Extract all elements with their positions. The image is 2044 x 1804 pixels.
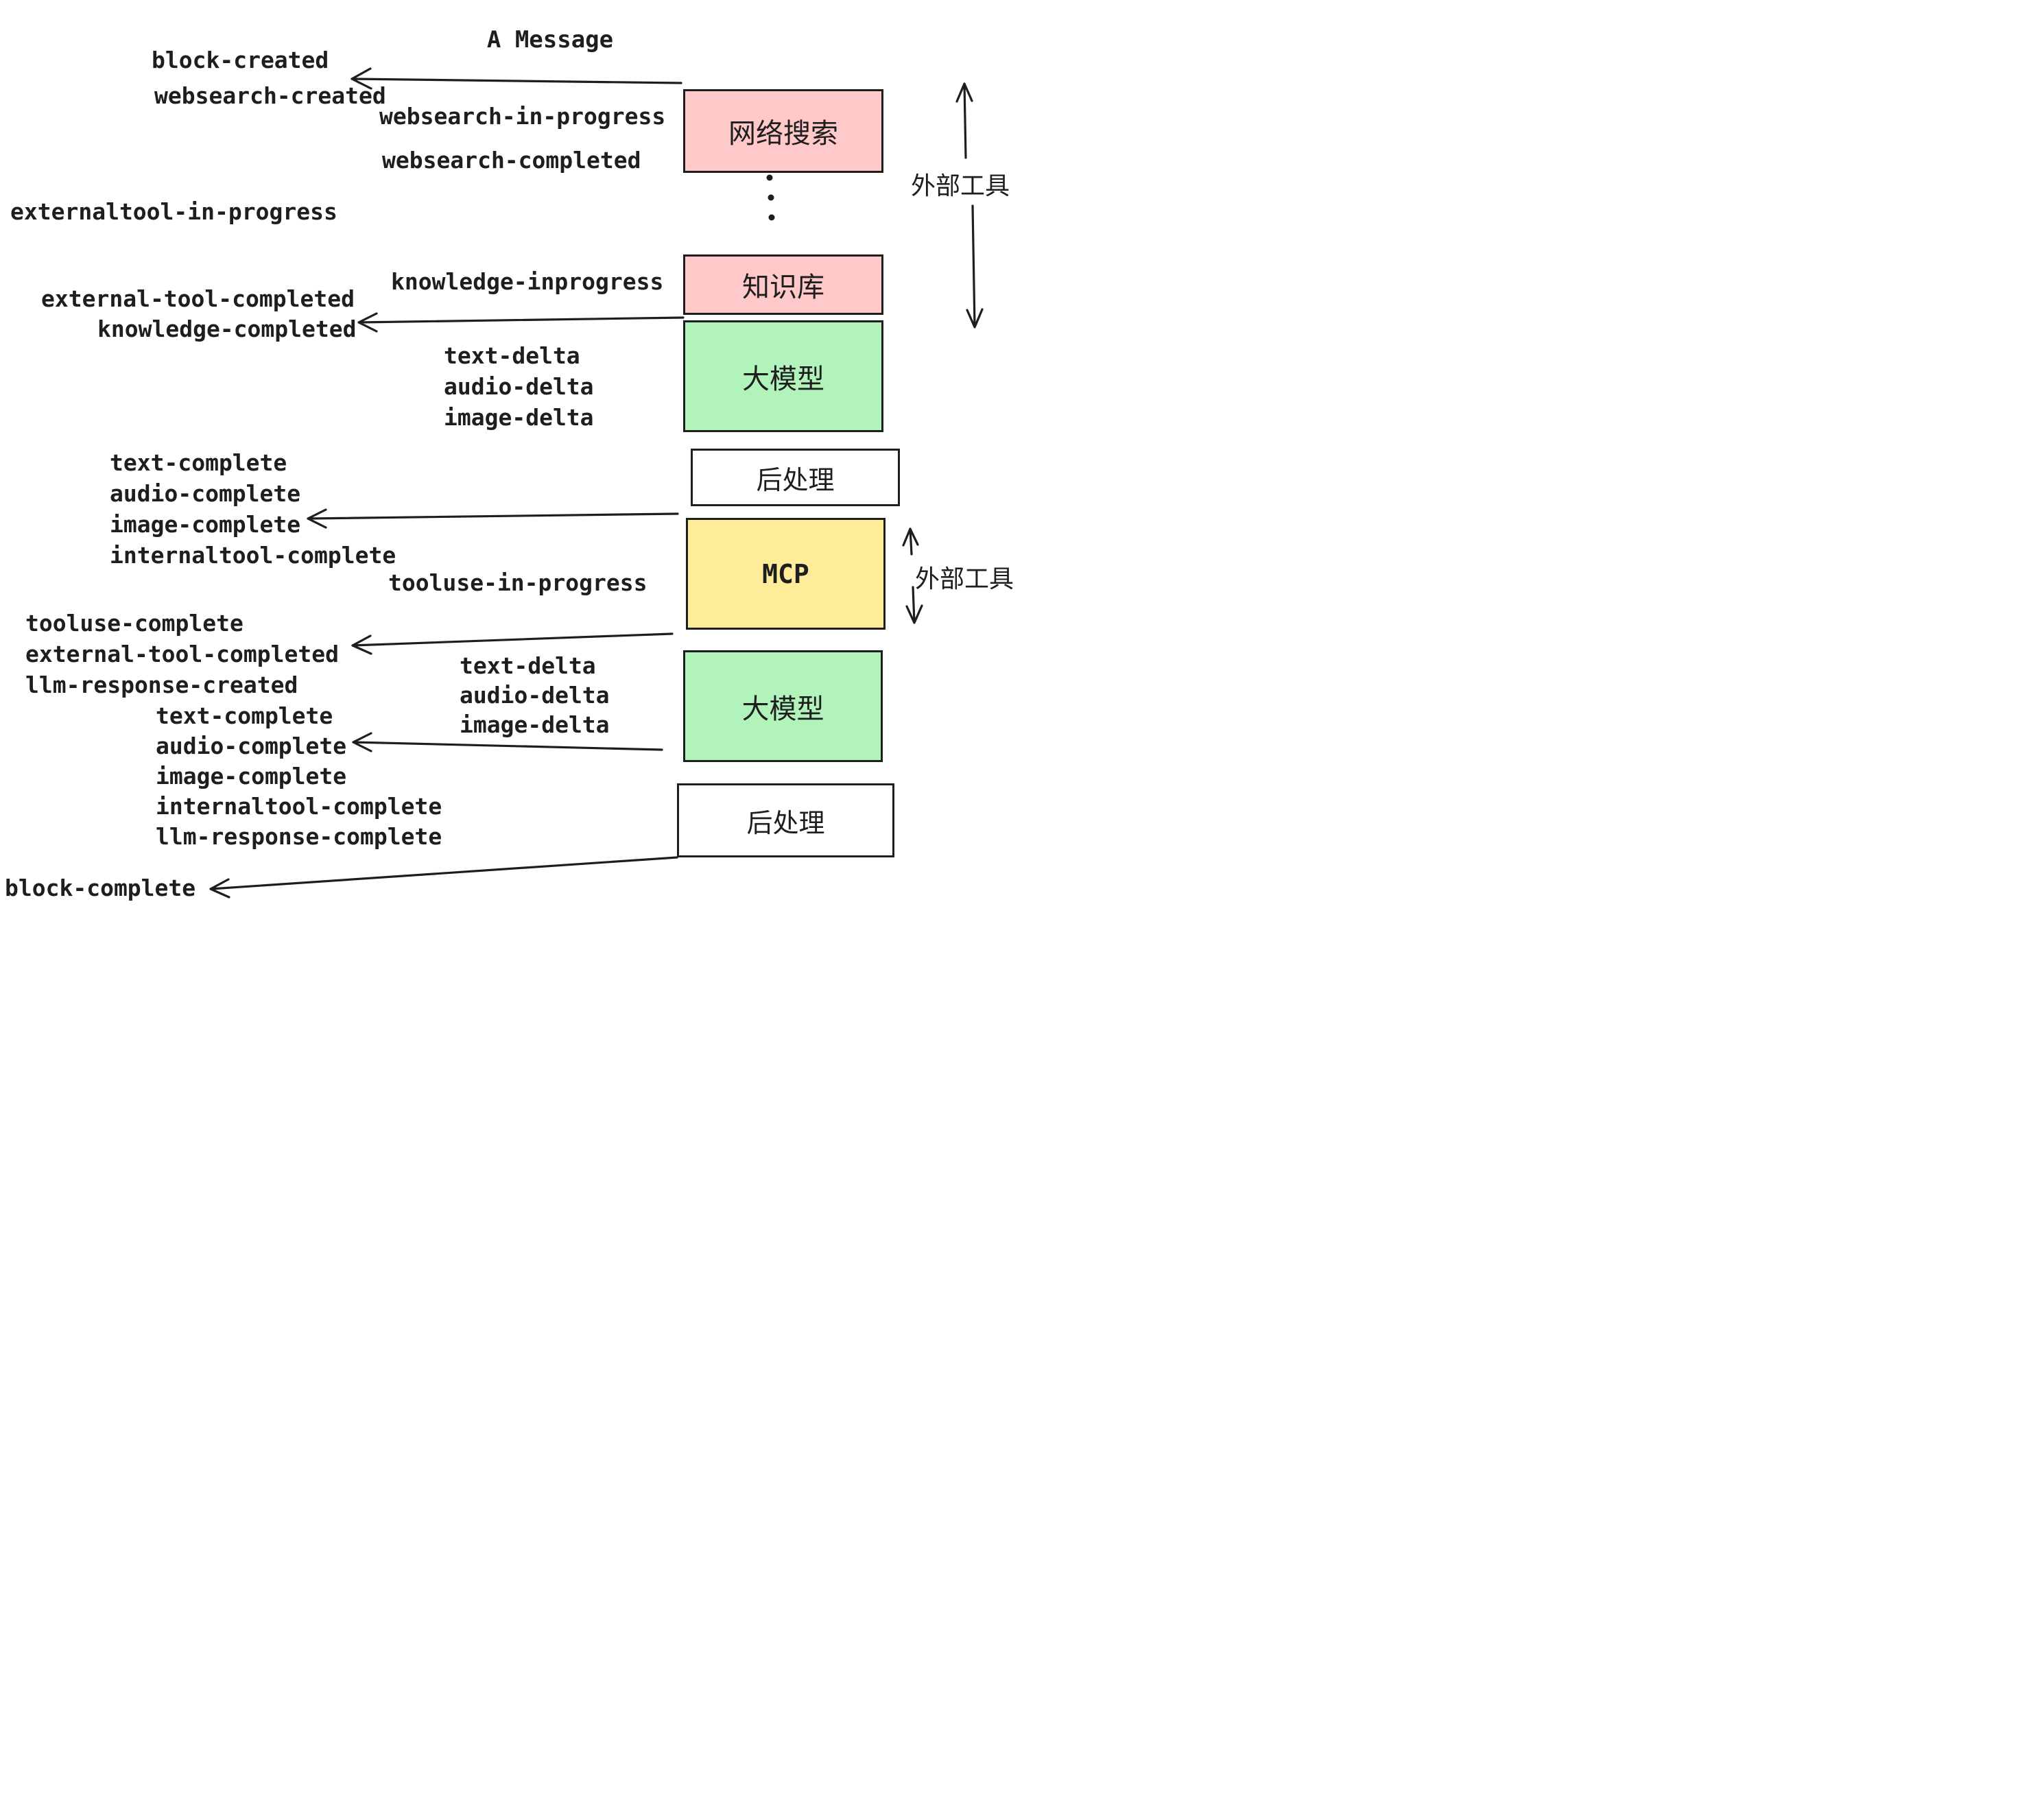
event-tooluse-in-progress: tooluse-in-progress [388,569,647,596]
arrow-knowledge-completed [357,312,685,333]
external-tools-label-2: 外部工具 [915,565,1014,593]
diagram-title: A Message [486,26,614,54]
event-audio-delta-2: audio-delta [460,682,610,709]
event-internaltool-complete: internaltool-complete [110,542,396,569]
box-postprocess-1: 后处理 [691,449,900,506]
event-external-tool-completed: external-tool-completed [41,285,355,312]
box-knowledge-label: 知识库 [742,272,824,303]
sequence-diagram: A Message 网络搜索 知识库 大模型 后处理 MCP 大模型 后处理 外… [0,0,1022,902]
box-knowledge: 知识库 [683,254,883,315]
event-group-deltas-llm1: text-delta audio-delta image-delta [444,340,594,433]
event-websearch-created: websearch-created [154,82,386,109]
box-llm-2: 大模型 [683,650,883,762]
box-websearch: 网络搜索 [683,89,883,173]
ellipsis-dots [766,174,775,221]
event-text-complete-2: text-complete [156,702,333,729]
event-image-delta-2: image-delta [460,711,610,738]
event-knowledge-completed: knowledge-completed [97,316,357,342]
box-postprocess-2: 后处理 [677,783,894,857]
box-llm-1-label: 大模型 [742,363,824,395]
box-mcp-label: MCP [762,558,809,589]
event-llm-response-created: llm-response-created [25,672,298,698]
event-image-delta: image-delta [444,404,594,431]
box-websearch-label: 网络搜索 [728,118,838,150]
event-text-complete: text-complete [110,449,287,476]
double-arrow-external-tools-1 [955,82,984,329]
event-websearch-in-progress: websearch-in-progress [379,103,666,130]
event-externaltool-in-progress: externaltool-in-progress [10,198,337,225]
event-audio-complete-2: audio-complete [156,733,347,759]
box-llm-1: 大模型 [683,320,883,432]
box-llm-2-label: 大模型 [741,693,824,725]
event-text-delta-2: text-delta [460,652,596,679]
event-text-delta: text-delta [444,342,580,369]
box-postprocess-1-label: 后处理 [756,464,835,495]
event-llm-response-complete: llm-response-complete [156,823,442,850]
event-tooluse-complete: tooluse-complete [25,610,243,637]
event-knowledge-inprogress: knowledge-inprogress [391,268,664,295]
event-internaltool-complete-2: internaltool-complete [156,793,442,820]
event-group-deltas-llm2: text-delta audio-delta image-delta [460,651,610,739]
event-group-after-mcp: tooluse-complete external-tool-completed… [25,608,339,700]
event-image-complete-2: image-complete [156,763,347,790]
event-audio-complete: audio-complete [110,480,301,507]
event-audio-delta: audio-delta [444,373,594,400]
box-postprocess-2-label: 后处理 [746,807,825,838]
event-group-completes-post2: text-complete audio-complete image-compl… [156,701,442,852]
event-external-tool-completed-2: external-tool-completed [25,641,339,667]
external-tools-label-1: 外部工具 [911,172,1010,200]
box-mcp: MCP [686,518,886,630]
event-block-complete: block-complete [5,875,196,901]
arrow-block-complete [209,856,678,899]
event-group-completes-post1: text-complete audio-complete image-compl… [110,447,396,571]
event-websearch-completed: websearch-completed [382,147,641,174]
arrow-block-created [350,67,682,90]
event-block-created: block-created [152,47,329,73]
event-image-complete: image-complete [110,511,301,538]
